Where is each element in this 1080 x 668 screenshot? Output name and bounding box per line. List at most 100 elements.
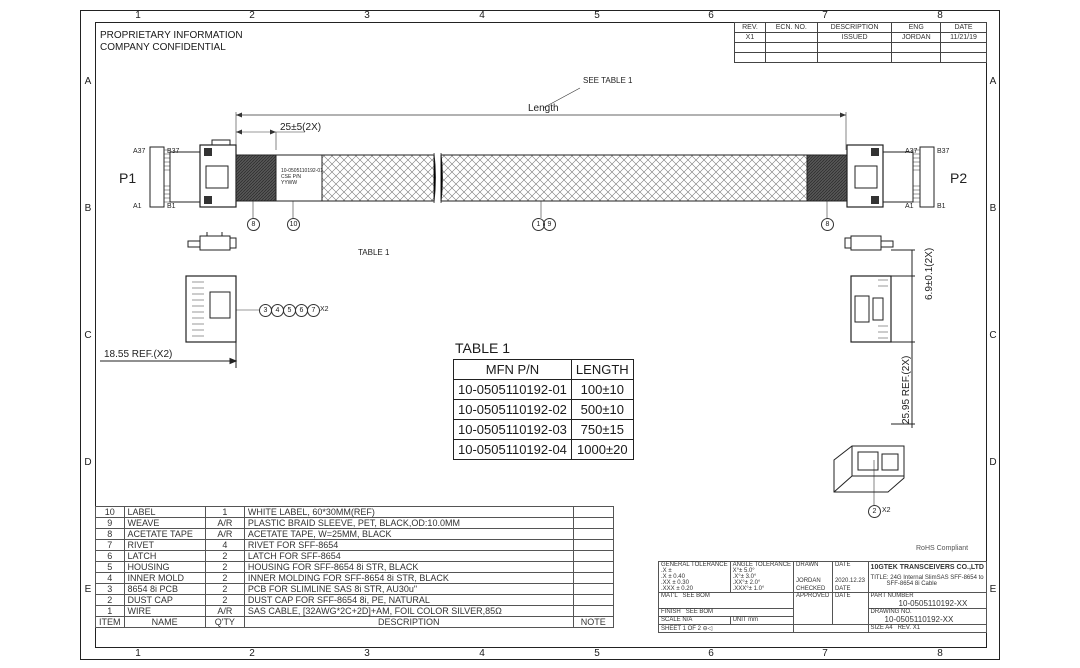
confidential-line-1: PROPRIETARY INFORMATION xyxy=(100,30,243,41)
length-label: Length xyxy=(528,103,559,114)
dim-25-95: 25.95 REF.(2X) xyxy=(901,355,912,424)
p1-top-view xyxy=(187,232,237,251)
bom-note xyxy=(572,572,615,584)
zone-3: 3 xyxy=(364,648,370,659)
bom-name: ACETATE TAPE xyxy=(123,528,206,540)
tol-x1: .X ± 0.40 xyxy=(661,574,685,580)
bom-description: ACETATE TAPE, W=25MM, BLACK xyxy=(243,528,574,540)
checked-date-label: DATE xyxy=(834,586,851,592)
p1-b1: B1 xyxy=(167,203,176,210)
general-tolerance-label: GENERAL TOLERANCE xyxy=(661,562,728,568)
bom-description: LATCH FOR SFF-8654 xyxy=(243,550,574,562)
balloon-leaders xyxy=(236,201,875,505)
p1-b37: B37 xyxy=(167,148,180,155)
title-line-1: 24G Internal SlimSAS SFF-8654 to xyxy=(890,575,984,581)
rev-label: REV. xyxy=(897,625,912,631)
bom-item: 2 xyxy=(95,594,125,606)
bom-name: 8654 8i PCB xyxy=(123,583,206,595)
drawn-by: JORDAN xyxy=(796,578,821,584)
bom-note xyxy=(572,528,615,540)
bom-qty: A/R xyxy=(204,605,245,617)
bom-qty: 1 xyxy=(204,506,245,518)
p2-top-view xyxy=(844,235,894,251)
ang-x1: .X°± 3.0° xyxy=(732,574,757,580)
table-row: 10-0505110192-04 1000±20 xyxy=(453,439,634,460)
bom-qty: 2 xyxy=(204,572,245,584)
bom-description: SAS CABLE, [32AWG*2C+2D]+AM, FOIL COLOR … xyxy=(243,605,574,617)
bom-item: 1 xyxy=(95,605,125,617)
braid-sleeve-right xyxy=(440,154,808,202)
drawing-number-cell: DRAWING NO. 10-0505110192-XX xyxy=(867,608,988,625)
bom-name: DUST CAP xyxy=(123,594,206,606)
balloon-7: 7 xyxy=(307,304,320,317)
p1-a1: A1 xyxy=(133,203,142,210)
zone-8: 8 xyxy=(937,10,943,21)
finish-value: SEE BOM xyxy=(685,609,714,615)
dim-6-9: 6.9±0.1(2X) xyxy=(924,247,935,300)
matl-label: MAT'L xyxy=(661,593,678,599)
bom-description: PCB FOR SLIMLINE SAS 8i STR, AU30u" xyxy=(243,583,574,595)
bom-note xyxy=(572,517,615,529)
bom-item: 4 xyxy=(95,572,125,584)
break-lines xyxy=(433,152,443,204)
table1-pn: 10-0505110192-02 xyxy=(453,399,572,420)
tol-xx: .XX ± 0.30 xyxy=(661,580,689,586)
table1-pn: 10-0505110192-03 xyxy=(453,419,572,440)
ang-x: X°± 5.0° xyxy=(732,568,755,574)
balloon-9: 9 xyxy=(543,218,556,231)
tol-xxx: .XXX ± 0.20 xyxy=(661,586,693,592)
bom-qty: 2 xyxy=(204,594,245,606)
finish-label: FINISH xyxy=(661,609,681,615)
bom-note xyxy=(572,506,615,518)
bom-note xyxy=(572,605,615,617)
zone-4: 4 xyxy=(479,648,485,659)
bom-qty: 2 xyxy=(204,550,245,562)
size-label: SIZE xyxy=(870,625,884,631)
date-label: DATE xyxy=(834,562,851,568)
p2-b1: B1 xyxy=(937,203,946,210)
bom-note xyxy=(572,550,615,562)
ang-xx: .XX°± 2.0° xyxy=(732,580,761,586)
balloon-2-x2: X2 xyxy=(882,507,891,514)
bom-name: RIVET xyxy=(123,539,206,551)
table1-length: 500±10 xyxy=(570,399,634,420)
zone-5: 5 xyxy=(594,648,600,659)
p2-a37: A37 xyxy=(905,148,918,155)
tol-x: .X ± xyxy=(661,568,672,574)
title-label: TITLE: xyxy=(870,575,889,581)
table1-length: 100±10 xyxy=(570,379,634,400)
balloon-group-x2: X2 xyxy=(320,306,329,313)
drawing-frame xyxy=(80,10,1000,660)
bom-note xyxy=(572,583,615,595)
ang-xxx: .XXX°± 1.0° xyxy=(732,586,765,592)
bom-name: INNER MOLD xyxy=(123,572,206,584)
label-date: YYWW xyxy=(281,180,298,186)
table-row: 10-0505110192-03 750±15 xyxy=(453,419,634,440)
zone-8: 8 xyxy=(937,648,943,659)
bom-qty: A/R xyxy=(204,528,245,540)
table1-pn: 10-0505110192-04 xyxy=(453,439,572,460)
table1-header-length: LENGTH xyxy=(570,359,634,380)
drawing-number: 10-0505110192-XX xyxy=(884,615,954,624)
zone-6: 6 xyxy=(708,10,714,21)
drawn-date: 2020.12.23 xyxy=(834,578,865,584)
confidential-line-2: COMPANY CONFIDENTIAL xyxy=(100,42,226,53)
title-block: GENERAL TOLERANCE .X ± .X ± 0.40 .XX ± 0… xyxy=(657,561,988,633)
bom-note xyxy=(572,561,615,573)
approved-date-cell: DATE xyxy=(831,592,869,625)
p2-bottom-view xyxy=(850,249,915,428)
dust-cap-view xyxy=(833,445,905,493)
p1-label: P1 xyxy=(119,170,137,186)
unit-cell: UNIT mm xyxy=(729,616,795,625)
zone-a: A xyxy=(989,76,997,87)
unit-label: UNIT xyxy=(732,617,747,623)
zone-7: 7 xyxy=(822,10,828,21)
angle-tolerance-label: ANGLE TOLERANCE xyxy=(732,562,792,568)
table1-header-pn: MFN P/N xyxy=(453,359,572,380)
rohs-note: RoHS Compliant xyxy=(916,545,969,552)
drawn-label: DRAWN xyxy=(796,562,819,568)
checked-label: CHECKED xyxy=(796,586,826,592)
